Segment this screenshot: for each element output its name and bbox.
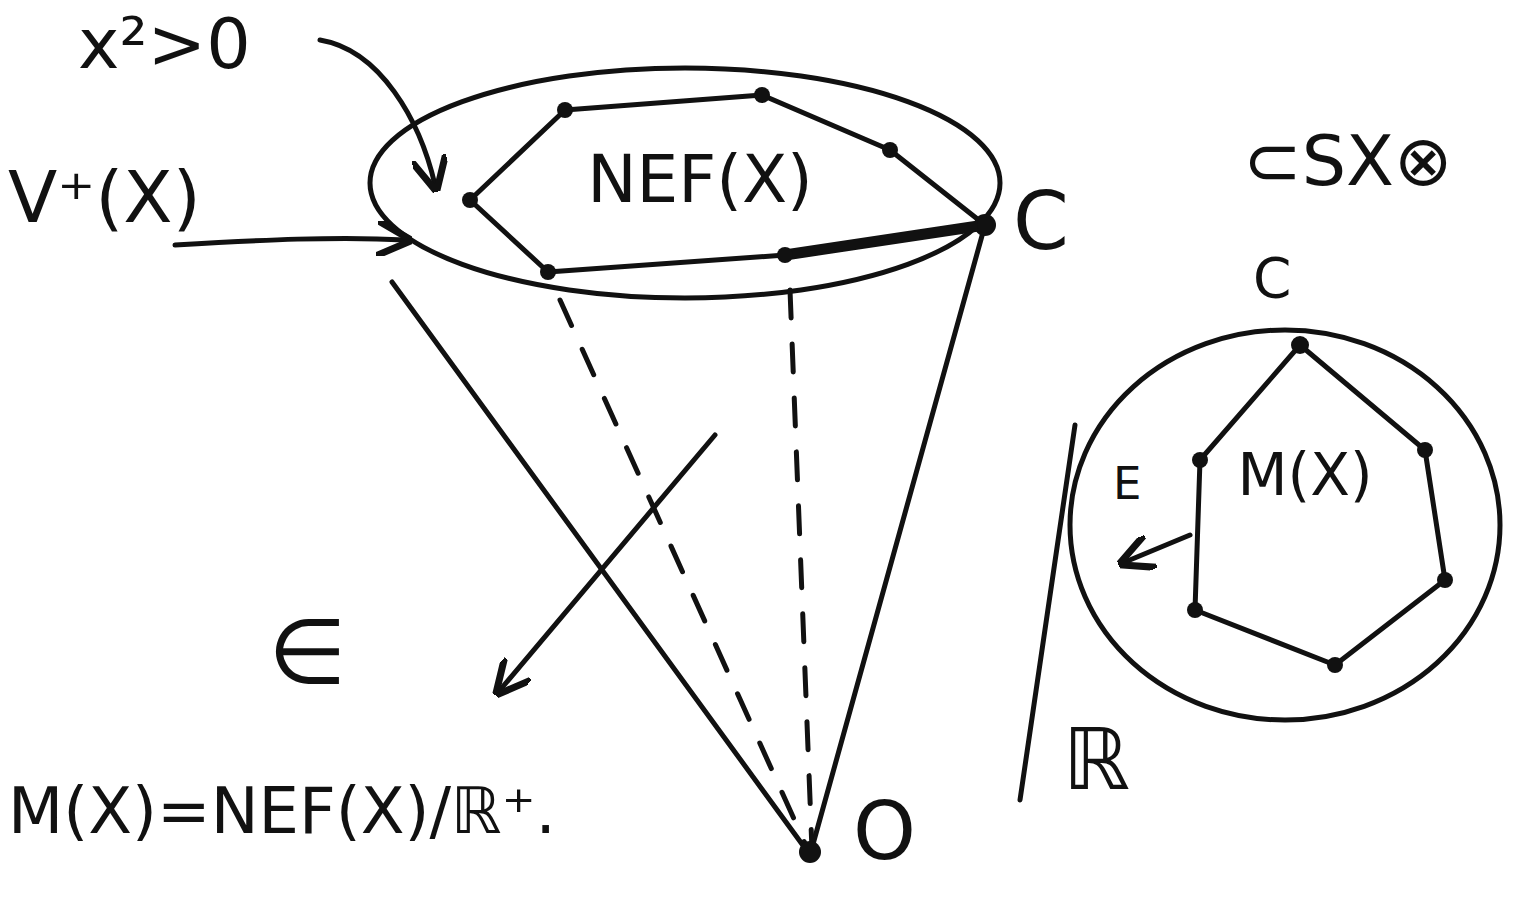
edge-label: E [1110,460,1144,507]
vertex-label: C [1250,250,1294,308]
origin-dot [799,841,821,863]
callout-arrow [320,40,435,185]
projective-circle [1070,330,1500,720]
cone-side [810,225,985,855]
polytope-node: NEF(X) [462,88,992,280]
condition-label: x²>0 [75,8,254,82]
positive-cone-ellipse [370,68,1000,298]
dashed-ray [790,290,812,850]
membership-arrow [500,435,715,690]
field-label: ℝ [1060,715,1133,804]
callout-arrow [175,238,405,245]
node-title: NEF(X) [587,147,813,213]
polygon-outline [1185,338,1455,673]
node-title: M(X) [1237,446,1372,504]
polytope-node: M(X) [1185,338,1455,673]
vertex-label: C [1010,180,1072,264]
membership-symbol: ∈ [265,605,349,700]
definition-formula: M(X)=NEF(X)/ℝ⁺. [5,778,559,845]
cone-label: V⁺(X) [5,160,204,236]
inclusion-label: ⊂SX⊗ [1240,125,1456,199]
direction-arrow [1125,535,1190,562]
cone-side [392,282,810,855]
origin-label: O [850,790,919,874]
